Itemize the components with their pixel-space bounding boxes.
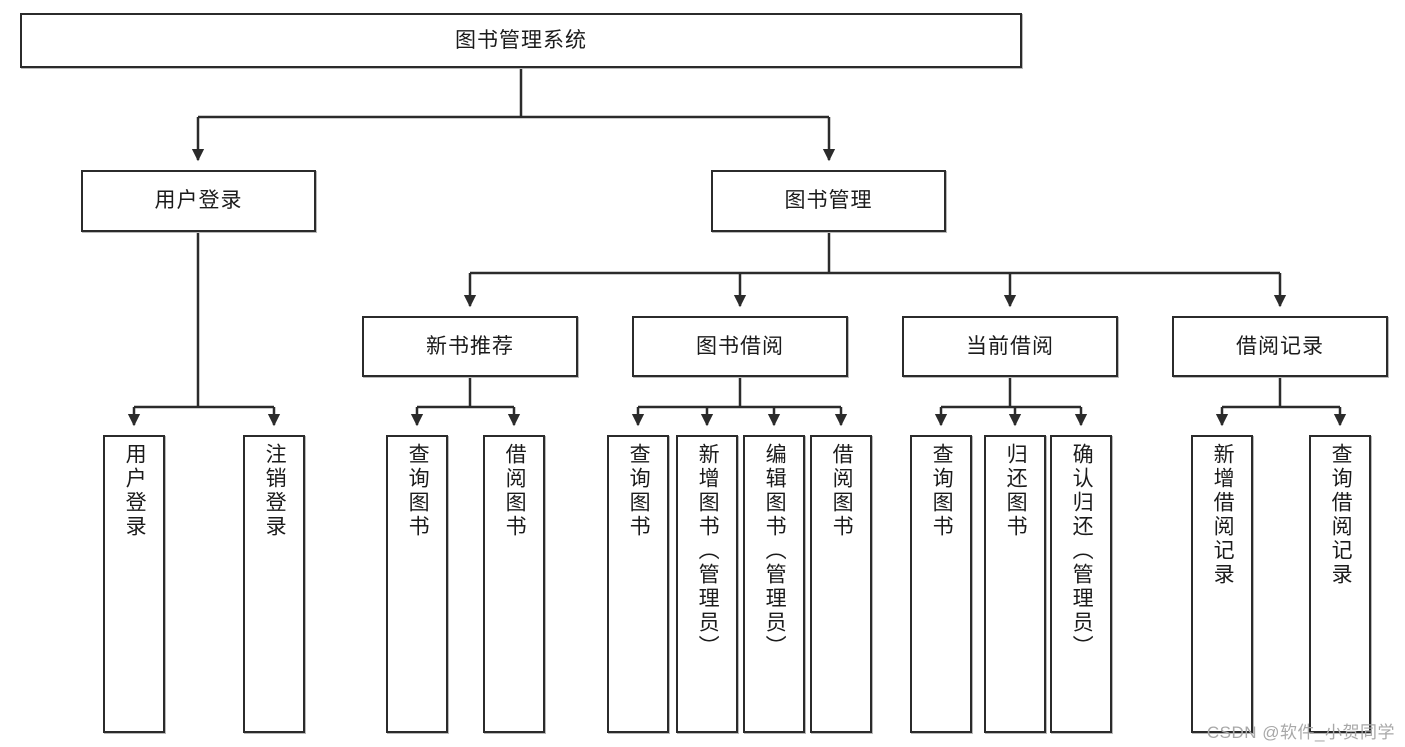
leaf-add-book-label: 新增图书（管理员） [696,443,720,659]
csdn-watermark: CSDN @软件_小贺同学 [1206,723,1395,742]
leaf-borrow-book-label: 借阅图书 [830,443,854,539]
leaf-add-record-label: 新增借阅记录 [1211,443,1235,587]
node-book-borrow[interactable]: 图书借阅 [632,316,848,377]
leaf-query-book-rec[interactable]: 查询图书 [386,435,448,733]
leaf-borrow-book-rec[interactable]: 借阅图书 [483,435,545,733]
node-book-management-label: 图书管理 [784,189,873,213]
node-root-label: 图书管理系统 [455,28,587,52]
leaf-query-book-borrow[interactable]: 查询图书 [607,435,669,733]
leaf-return-book[interactable]: 归还图书 [984,435,1046,733]
leaf-query-record[interactable]: 查询借阅记录 [1309,435,1371,733]
node-current-borrow[interactable]: 当前借阅 [902,316,1118,377]
leaf-query-book-cur-label: 查询图书 [930,443,954,539]
leaf-add-book[interactable]: 新增图书（管理员） [676,435,738,733]
leaf-logout-label: 注销登录 [263,443,287,539]
node-book-borrow-label: 图书借阅 [696,334,784,358]
leaf-borrow-book-rec-label: 借阅图书 [503,443,527,539]
node-user-login[interactable]: 用户登录 [81,170,316,232]
node-borrow-record-label: 借阅记录 [1236,334,1324,358]
leaf-confirm-return[interactable]: 确认归还（管理员） [1050,435,1112,733]
leaf-query-book-borrow-label: 查询图书 [627,443,651,539]
leaf-add-record[interactable]: 新增借阅记录 [1191,435,1253,733]
leaf-return-book-label: 归还图书 [1004,443,1028,539]
leaf-edit-book-label: 编辑图书（管理员） [763,443,787,659]
leaf-borrow-book[interactable]: 借阅图书 [810,435,872,733]
leaf-logout[interactable]: 注销登录 [243,435,305,733]
leaf-user-login-label: 用户登录 [123,443,147,539]
leaf-query-book-cur[interactable]: 查询图书 [910,435,972,733]
node-root[interactable]: 图书管理系统 [20,13,1022,68]
leaf-confirm-return-label: 确认归还（管理员） [1070,443,1094,659]
node-user-login-label: 用户登录 [154,189,243,213]
node-borrow-record[interactable]: 借阅记录 [1172,316,1388,377]
node-current-borrow-label: 当前借阅 [966,334,1054,358]
node-new-book-recommend-label: 新书推荐 [426,334,514,358]
node-new-book-recommend[interactable]: 新书推荐 [362,316,578,377]
leaf-edit-book[interactable]: 编辑图书（管理员） [743,435,805,733]
leaf-query-record-label: 查询借阅记录 [1329,443,1353,587]
leaf-user-login[interactable]: 用户登录 [103,435,165,733]
node-book-management[interactable]: 图书管理 [711,170,946,232]
leaf-query-book-rec-label: 查询图书 [406,443,430,539]
